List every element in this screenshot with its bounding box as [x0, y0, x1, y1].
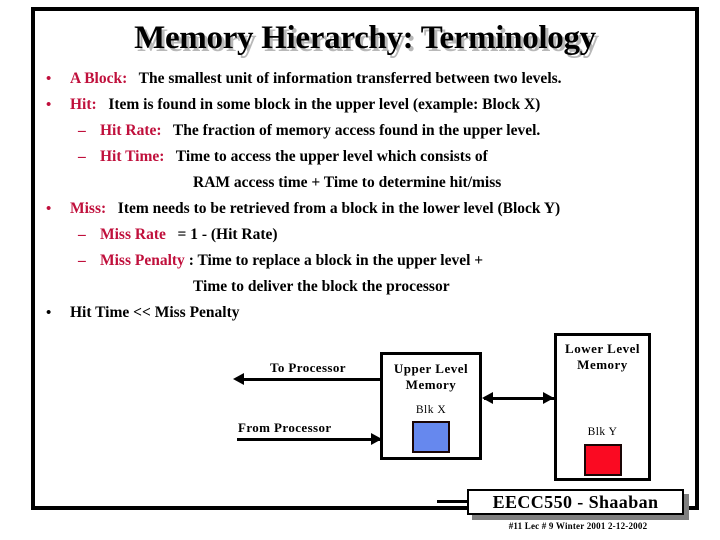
bullet-keyword: Hit: [70, 96, 97, 113]
footer-subline: #11 Lec # 9 Winter 2001 2-12-2002 [508, 521, 648, 531]
bullet-text: The fraction of memory access found in t… [172, 122, 541, 139]
bullet-continuation: RAM access time + Time to determine hit/… [38, 170, 698, 196]
bullet-keyword: Miss Penalty [100, 252, 185, 269]
footer-connector-line [437, 500, 469, 503]
footer-badge-wrap: EECC550 - Shaaban [467, 489, 689, 520]
bullet-marker-dot: • [46, 71, 52, 87]
bullet-text: : Time to replace a block in the upper l… [188, 252, 484, 269]
bullet-marker-dot: • [46, 97, 52, 113]
bullet-item: • Hit: Item is found in some block in th… [38, 92, 698, 118]
bullet-item: • Hit Time << Miss Penalty [38, 300, 698, 326]
bullet-item: – Miss Penalty : Time to replace a block… [38, 248, 698, 274]
bullet-continuation: Time to deliver the block the processor [38, 274, 698, 300]
bullet-marker-dash: – [78, 122, 86, 139]
bullet-text: Item needs to be retrieved from a block … [117, 200, 561, 217]
bullet-marker-dot: • [46, 201, 52, 217]
bullet-item: – Hit Time: Time to access the upper lev… [38, 144, 698, 170]
bullet-keyword: A Block: [70, 70, 128, 87]
bullet-item: – Miss Rate = 1 - (Hit Rate) [38, 222, 698, 248]
bullet-keyword: Hit Time: [100, 148, 165, 165]
bullet-text: Time to access the upper level which con… [175, 148, 488, 165]
page-title: Memory Hierarchy: Terminology [134, 20, 596, 56]
bullet-list: • A Block: The smallest unit of informat… [38, 66, 698, 326]
bullet-text: Hit Time << Miss Penalty [70, 304, 240, 321]
bullet-marker-dot: • [46, 305, 52, 321]
bullet-text: Time to deliver the block the processor [193, 278, 450, 295]
bullet-keyword: Miss Rate [100, 226, 166, 243]
bullet-text: RAM access time + Time to determine hit/… [193, 174, 502, 191]
footer-badge: EECC550 - Shaaban [467, 489, 684, 515]
bullet-marker-dash: – [78, 226, 86, 243]
bullet-item: • A Block: The smallest unit of informat… [38, 66, 698, 92]
bullet-item: • Miss: Item needs to be retrieved from … [38, 196, 698, 222]
bullet-keyword: Miss: [70, 200, 107, 217]
bullet-text: Item is found in some block in the upper… [108, 96, 541, 113]
bullet-marker-dash: – [78, 148, 86, 165]
bullet-text: = 1 - (Hit Rate) [177, 226, 278, 243]
bullet-marker-dash: – [78, 252, 86, 269]
bullet-keyword: Hit Rate: [100, 122, 162, 139]
bullet-item: – Hit Rate: The fraction of memory acces… [38, 118, 698, 144]
bullet-text: The smallest unit of information transfe… [138, 70, 562, 87]
